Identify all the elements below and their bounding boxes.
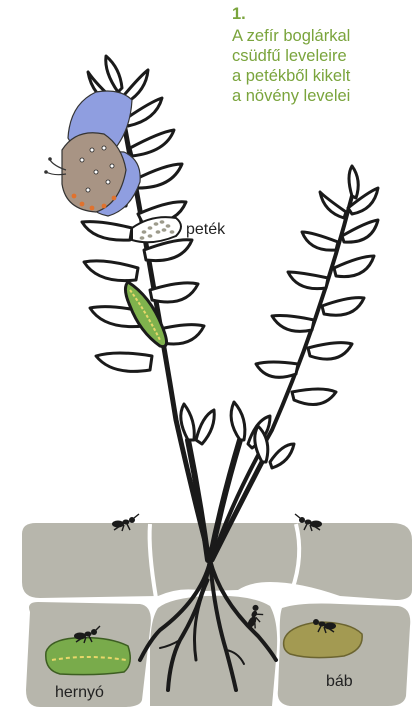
caption-line: A zefír boglárkal: [232, 26, 416, 46]
egg: [170, 230, 175, 234]
wing-spot: [102, 146, 106, 150]
egg: [166, 224, 171, 228]
leaflet: [84, 261, 138, 281]
egg: [162, 228, 167, 232]
leaflet: [96, 353, 152, 371]
egg: [148, 226, 153, 230]
egg: [154, 222, 159, 226]
leaflet: [320, 192, 346, 218]
young-leaf: [231, 402, 245, 440]
caption-line: a petékből kikelt: [232, 66, 416, 86]
caption-line: a növény levelei: [232, 86, 416, 106]
leaflet: [308, 343, 352, 359]
caterpillar-icon: [46, 638, 130, 675]
caption-line: csüdfű leveleire: [232, 46, 416, 66]
leaflet: [349, 166, 358, 198]
ant-thorax: [305, 520, 312, 525]
label-eggs: peték: [186, 221, 225, 239]
leaflet: [256, 362, 298, 377]
leaflet: [82, 222, 132, 241]
ant-abdomen: [310, 521, 322, 528]
ant-thorax: [123, 520, 130, 525]
wing-spot: [90, 148, 94, 152]
pupa-body: [284, 622, 363, 658]
leaflet: [272, 316, 314, 332]
egg: [148, 234, 153, 238]
caption: 1. A zefír boglárkal csüdfű leveleire a …: [232, 4, 416, 106]
wing-spot: [86, 188, 90, 192]
ant-head: [313, 619, 319, 625]
right-frond-leaflets: [256, 166, 378, 405]
ant-thorax: [319, 622, 326, 627]
ant-abdomen: [74, 633, 86, 640]
leaflet: [134, 164, 182, 188]
egg: [156, 230, 161, 234]
orange-mark: [90, 206, 95, 211]
label-caterpillar: hernyó: [55, 684, 104, 702]
pupa-icon: [284, 622, 363, 658]
orange-mark: [112, 196, 117, 201]
leaflet: [288, 272, 328, 289]
egg: [160, 220, 165, 224]
young-leaf: [270, 444, 294, 468]
orange-mark: [80, 202, 85, 207]
leaflet: [106, 56, 122, 92]
young-leaf: [181, 404, 194, 440]
label-pupa: báb: [326, 673, 353, 691]
ant-abdomen: [324, 623, 336, 630]
egg: [140, 236, 145, 240]
leaflet: [342, 220, 378, 242]
orange-mark: [72, 194, 77, 199]
orange-mark: [102, 204, 107, 209]
wing-spot: [106, 180, 110, 184]
leaflet: [150, 283, 198, 302]
antenna-tip: [48, 157, 52, 161]
young-leaf: [196, 410, 214, 444]
wing-spot: [94, 170, 98, 174]
ant-abdomen: [112, 521, 124, 528]
leaflet: [322, 298, 364, 316]
wing-spot: [110, 164, 114, 168]
leaflet: [292, 389, 336, 405]
leaflet: [302, 232, 338, 250]
butterfly-icon: [44, 91, 140, 216]
leaflet: [130, 130, 174, 156]
wing-spot: [80, 158, 84, 162]
antenna-tip: [44, 170, 48, 174]
egg: [142, 230, 147, 234]
ant-thorax: [85, 632, 92, 637]
caption-number: 1.: [232, 4, 416, 24]
leaflet: [334, 256, 374, 277]
